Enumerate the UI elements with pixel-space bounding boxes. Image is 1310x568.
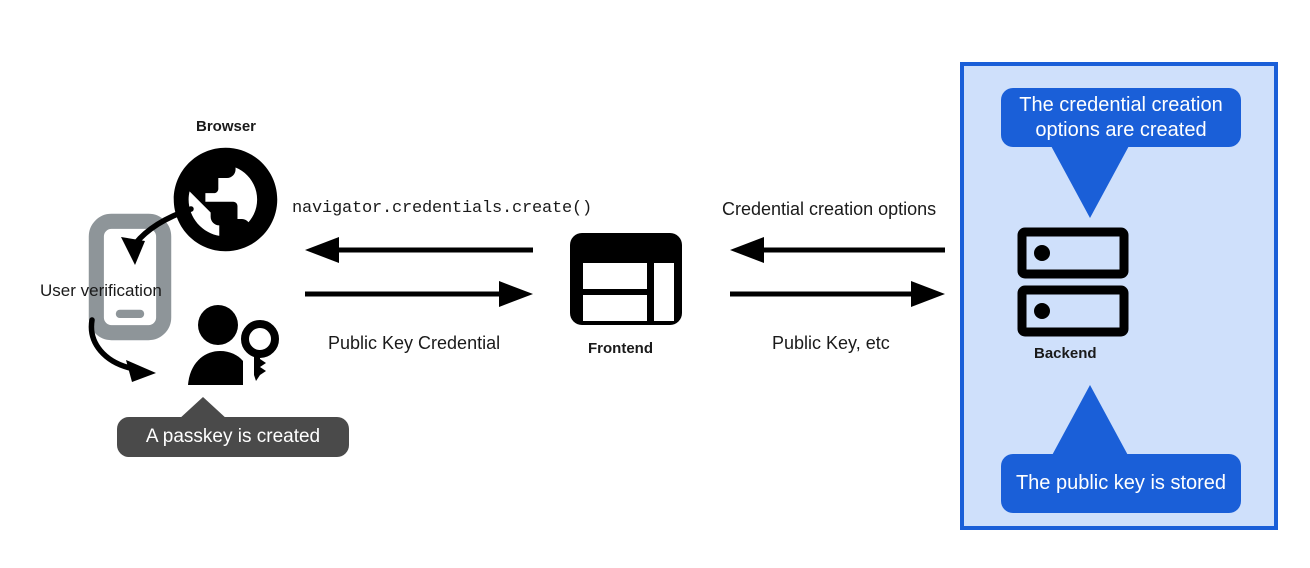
passkey-created-tooltip-wrapper: A passkey is created bbox=[117, 397, 349, 457]
credential-options-tooltip-wrapper: The credential creation options are crea… bbox=[1001, 88, 1241, 218]
server-stack-icon bbox=[1017, 227, 1129, 337]
navigator-credentials-create-label: navigator.credentials.create() bbox=[292, 199, 593, 218]
person-with-key-icon bbox=[186, 303, 286, 393]
user-verification-label: User verification bbox=[40, 281, 162, 300]
browser-label: Browser bbox=[196, 118, 257, 135]
globe-icon bbox=[168, 142, 283, 257]
backend-label: Backend bbox=[1034, 345, 1097, 362]
credential-options-tooltip-text: The credential creation options are crea… bbox=[1019, 94, 1223, 141]
arrow-backend-to-frontend bbox=[730, 237, 945, 263]
public-key-stored-tooltip: The public key is stored bbox=[1001, 454, 1241, 513]
tooltip-tail-down-icon bbox=[1050, 144, 1130, 218]
public-key-stored-tooltip-wrapper: The public key is stored bbox=[1001, 385, 1241, 513]
arrow-browser-to-frontend bbox=[305, 281, 533, 307]
tooltip-tail-up-icon bbox=[178, 397, 228, 420]
public-key-stored-tooltip-text: The public key is stored bbox=[1015, 472, 1227, 495]
passkey-created-tooltip: A passkey is created bbox=[117, 417, 349, 457]
credential-options-tooltip: The credential creation options are crea… bbox=[1001, 88, 1241, 147]
tooltip-tail-up-blue-icon bbox=[1050, 385, 1130, 459]
public-key-credential-label: Public Key Credential bbox=[328, 333, 501, 353]
arrow-frontend-to-browser bbox=[305, 237, 533, 263]
frontend-icon bbox=[567, 230, 685, 328]
credential-creation-options-label: Credential creation options bbox=[722, 199, 937, 219]
arrow-frontend-to-backend bbox=[730, 281, 945, 307]
arrow-device-to-user bbox=[78, 317, 208, 398]
public-key-etc-label: Public Key, etc bbox=[772, 333, 890, 353]
smartphone-icon bbox=[88, 213, 172, 341]
frontend-label: Frontend bbox=[588, 340, 653, 357]
arrow-browser-to-device bbox=[95, 195, 205, 275]
